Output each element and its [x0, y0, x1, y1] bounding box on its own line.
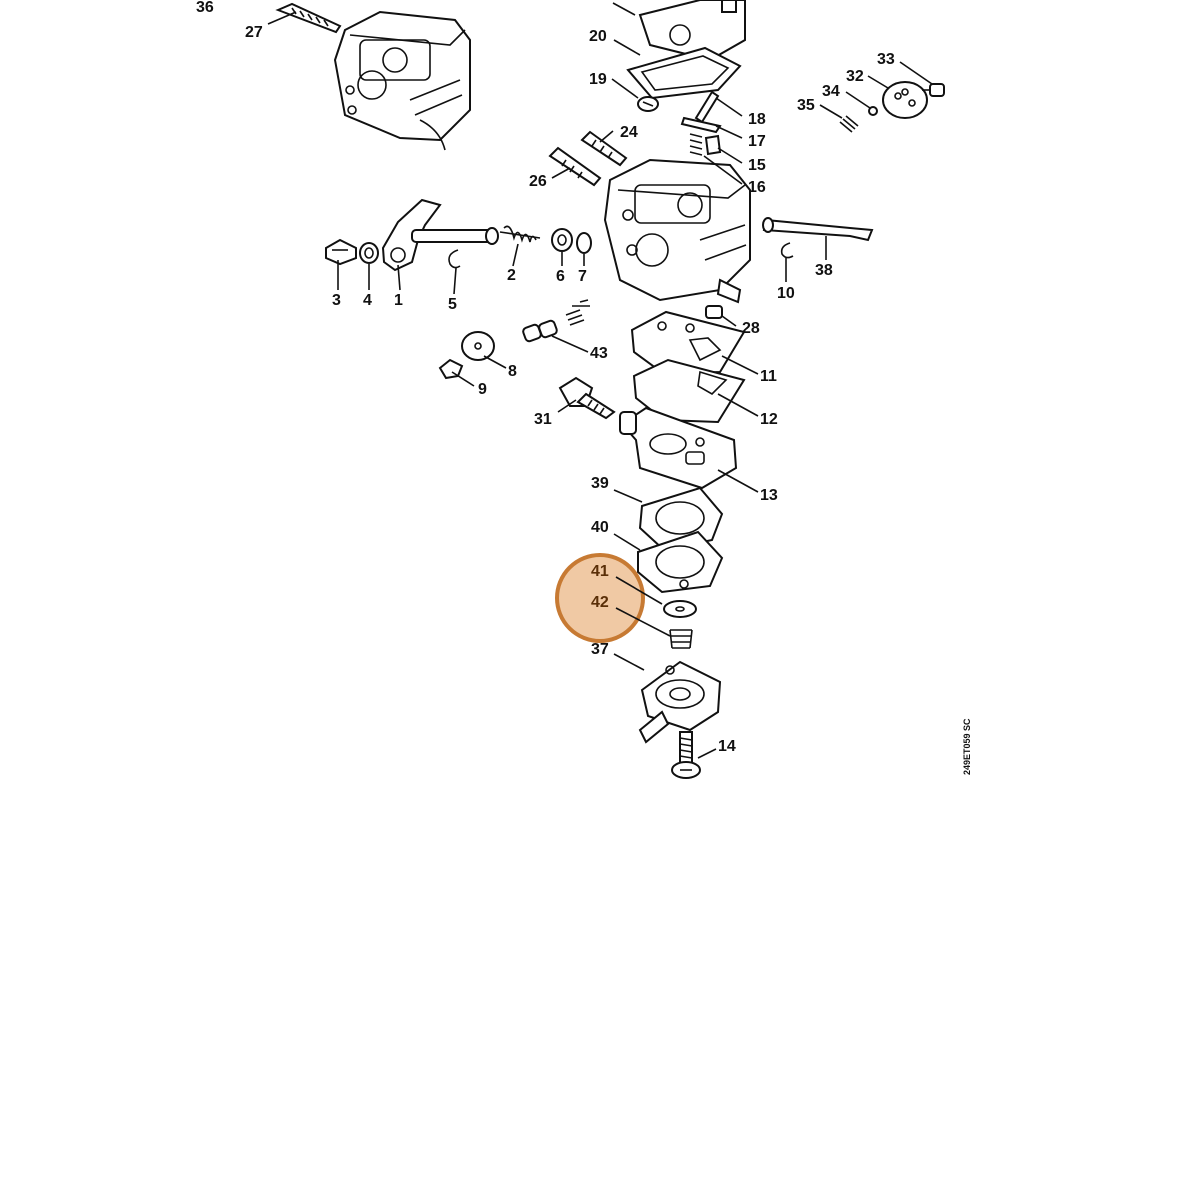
label-12: 12: [760, 411, 778, 428]
part-14-screw: [671, 731, 701, 779]
carburetor-body-top: [333, 10, 471, 151]
label-37: 37: [591, 641, 609, 658]
label-27: 27: [245, 24, 263, 41]
part-38-shaft: [762, 217, 874, 242]
label-41: 41: [591, 563, 609, 580]
label-5: 5: [448, 296, 457, 313]
part-15-spring: [689, 133, 703, 156]
label-15: 15: [748, 157, 766, 174]
part-20-gasket: [626, 46, 742, 100]
part-31-screw: [558, 376, 616, 420]
part-labels: 36 27 20 19 18 17 15 16 24 26 33 32 34 3…: [196, 0, 972, 775]
part-9-screw: [438, 358, 464, 380]
label-8: 8: [508, 363, 517, 380]
part-20-cover: [638, 0, 746, 62]
part-5-clip: [448, 249, 461, 269]
part-1-throttle-shaft: [381, 198, 499, 272]
label-34: 34: [822, 83, 840, 100]
label-13: 13: [760, 487, 778, 504]
label-24: 24: [620, 124, 638, 141]
part-18-pin: [694, 90, 720, 124]
label-9: 9: [478, 381, 487, 398]
label-11: 11: [760, 368, 777, 385]
part-37-pump-housing: [638, 660, 722, 744]
label-17: 17: [748, 133, 766, 150]
part-19-screw: [637, 96, 659, 112]
label-28: 28: [742, 320, 760, 337]
part-12-pump-diaphragm: [632, 358, 746, 424]
label-1: 1: [394, 292, 403, 309]
label-35: 35: [797, 97, 815, 114]
part-6-washer: [551, 228, 573, 252]
part-40-diaphragm: [637, 530, 724, 594]
part-35-spring: [839, 115, 859, 133]
label-2: 2: [507, 267, 516, 284]
part-8-plate: [461, 331, 495, 361]
label-4: 4: [363, 292, 372, 309]
highlight-marker: [555, 553, 645, 643]
label-39: 39: [591, 475, 609, 492]
part-2-spring: [499, 225, 541, 243]
part-11-gasket: [630, 310, 746, 376]
part-34-ball: [868, 106, 878, 116]
part-41-washer: [663, 600, 697, 618]
label-18: 18: [748, 111, 766, 128]
label-19: 19: [589, 71, 607, 88]
label-38: 38: [815, 262, 833, 279]
part-7-ring: [576, 232, 592, 254]
label-14: 14: [718, 738, 736, 755]
part-33-screw: [922, 83, 945, 97]
label-10: 10: [777, 285, 795, 302]
part-10-clip: [780, 242, 794, 259]
part-27-needle: [275, 2, 342, 34]
label-32: 32: [846, 68, 864, 85]
label-43: 43: [590, 345, 608, 362]
label-31: 31: [534, 411, 552, 428]
part-16-needle: [704, 134, 722, 156]
part-17-lever: [680, 116, 722, 134]
label-7: 7: [578, 268, 587, 285]
label-42: 42: [591, 594, 609, 611]
part-3-screw: [325, 238, 357, 266]
label-33: 33: [877, 51, 895, 68]
part-24-screw: [580, 130, 628, 167]
carburetor-body-main: [603, 158, 751, 304]
part-43-jet-set: [522, 299, 590, 343]
label-16: 16: [748, 179, 766, 196]
part-42-spring: [669, 629, 693, 649]
part-4-washer: [359, 242, 379, 264]
label-26: 26: [529, 173, 547, 190]
drawing-code: 249ET059 SC: [962, 718, 972, 775]
part-13-pump-cover: [619, 406, 738, 490]
leader-lines: [267, 2, 933, 759]
label-36: 36: [196, 0, 214, 16]
label-3: 3: [332, 292, 341, 309]
label-6: 6: [556, 268, 565, 285]
part-26-screw: [548, 146, 602, 187]
label-20: 20: [589, 28, 607, 45]
part-32-plate: [882, 81, 928, 119]
part-28-filter: [705, 305, 723, 319]
label-40: 40: [591, 519, 609, 536]
